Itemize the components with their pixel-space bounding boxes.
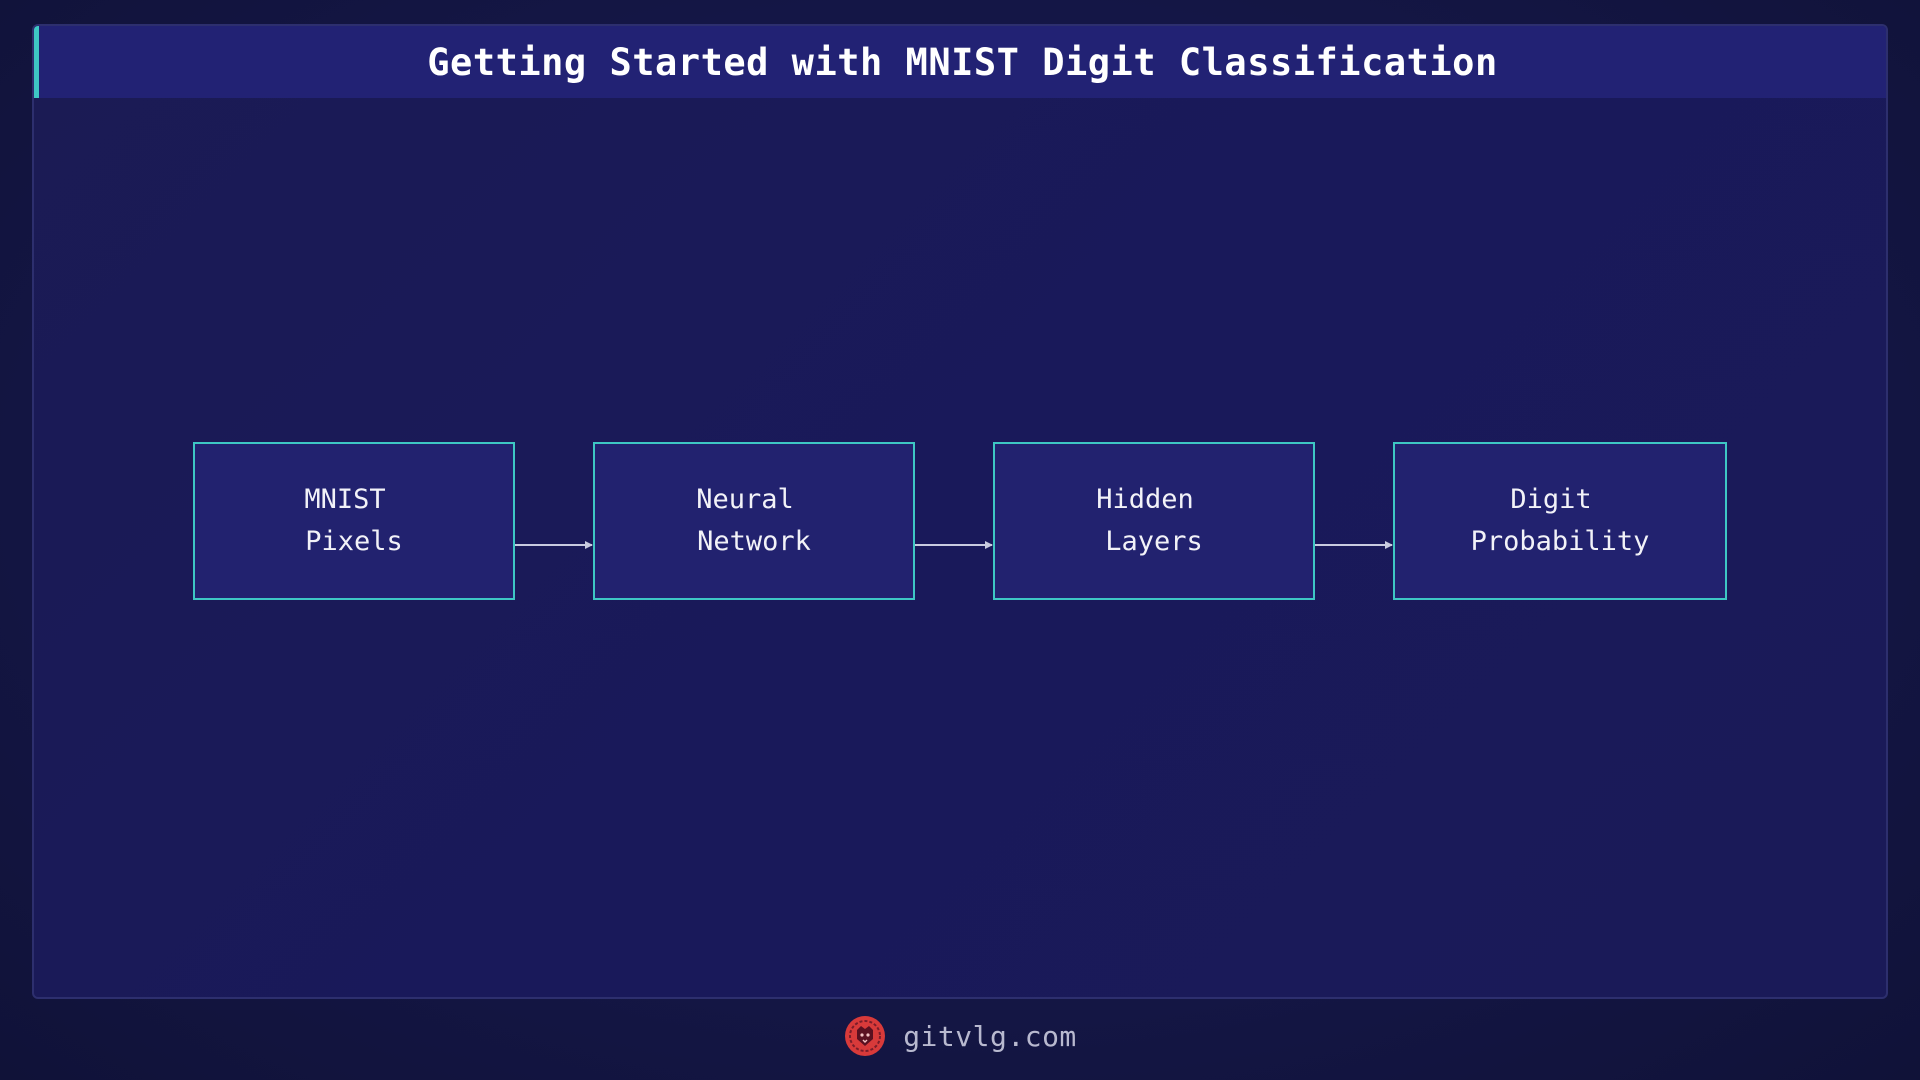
node-label-line1: MNIST (304, 484, 386, 515)
lion-logo-icon (845, 1016, 886, 1056)
node-label-line2: Network (697, 526, 811, 557)
node-neural-network: Neural Network (593, 442, 915, 600)
page-title: Getting Started with MNIST Digit Classif… (427, 40, 1498, 84)
node-label-line2: Pixels (305, 526, 403, 557)
node-digit-probability: Digit Probability (1393, 442, 1727, 600)
node-label-line2: Probability (1470, 526, 1650, 557)
title-bar: Getting Started with MNIST Digit Classif… (34, 26, 1886, 98)
node-label-line2: Layers (1105, 526, 1203, 557)
footer: gitvlg.com (0, 1010, 1920, 1062)
node-hidden-layers: Hidden Layers (993, 442, 1315, 600)
node-label-line1: Hidden (1096, 484, 1194, 515)
node-label-line1: Digit (1510, 484, 1592, 515)
node-label-line1: Neural (696, 484, 794, 515)
footer-site-link[interactable]: gitvlg.com (903, 1019, 1077, 1053)
node-mnist-pixels: MNIST Pixels (193, 442, 515, 600)
